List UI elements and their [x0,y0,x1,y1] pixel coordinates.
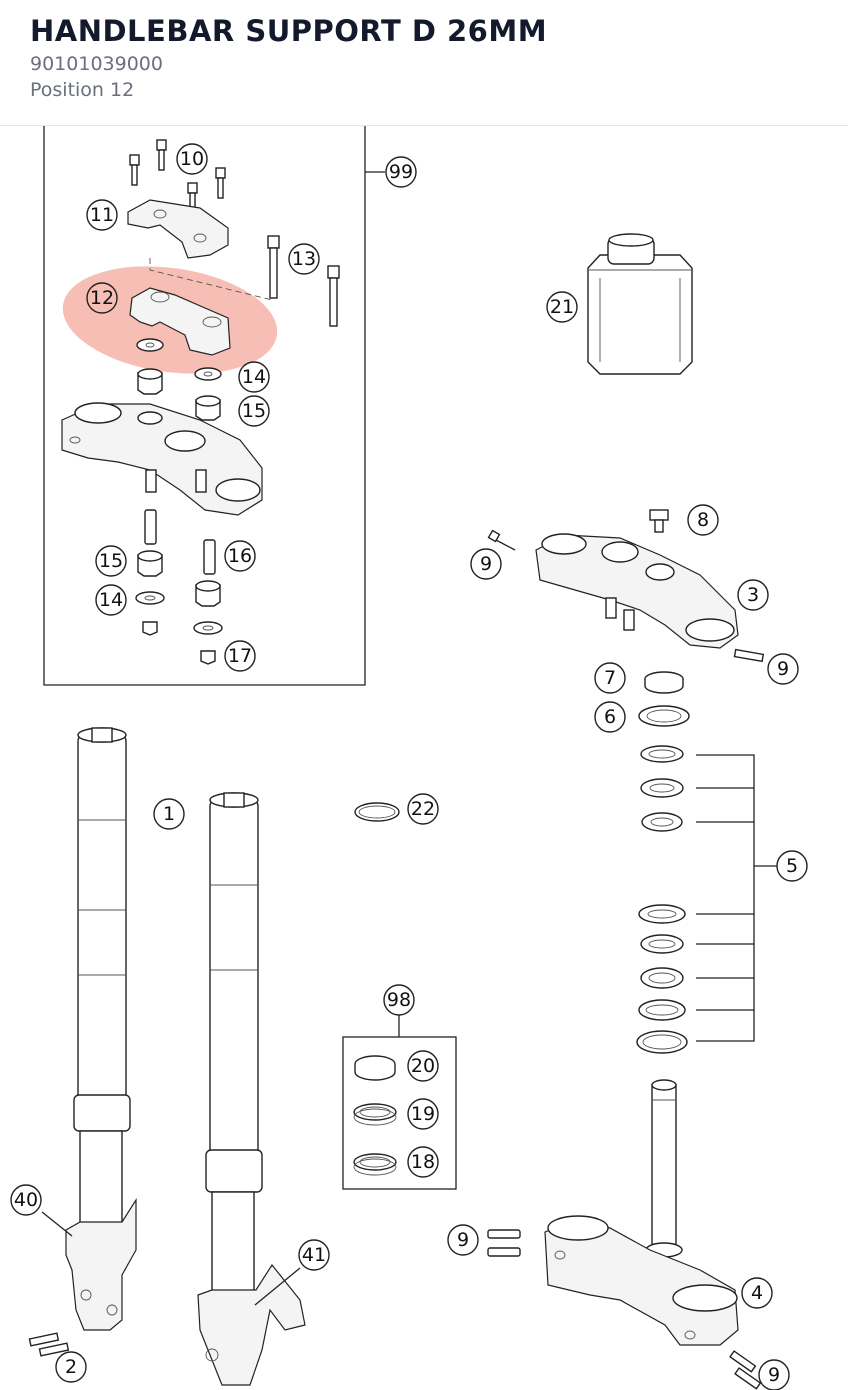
callout-number: 18 [411,1151,435,1173]
callout-12[interactable]: 12 [86,282,118,314]
callout-4[interactable]: 4 [741,1277,773,1309]
callout-number: 9 [480,553,492,575]
callout-number: 9 [777,658,789,680]
callout-9a[interactable]: 9 [470,548,502,580]
handlebar-clamp-upper [127,199,229,259]
callout-9d[interactable]: 9 [758,1359,790,1390]
callout-number: 10 [180,148,204,170]
callout-17[interactable]: 17 [224,640,256,672]
triple-clamp-upper-kit [61,402,263,516]
callout-18[interactable]: 18 [407,1146,439,1178]
callout-2[interactable]: 2 [55,1351,87,1383]
callout-number: 11 [90,204,114,226]
callout-40[interactable]: 40 [10,1184,42,1216]
callout-10[interactable]: 10 [176,143,208,175]
callout-number: 17 [228,645,252,667]
callout-21[interactable]: 21 [546,291,578,323]
long-bolts [149,235,340,327]
callout-9c[interactable]: 9 [447,1224,479,1256]
callout-number: 14 [99,589,123,611]
callout-9b[interactable]: 9 [767,653,799,685]
callout-number: 19 [411,1103,435,1125]
callout-number: 40 [14,1189,38,1211]
callout-13[interactable]: 13 [288,243,320,275]
callout-number: 7 [604,667,616,689]
callout-41[interactable]: 41 [298,1239,330,1271]
callout-11[interactable]: 11 [86,199,118,231]
callout-number: 4 [751,1282,763,1304]
rubber-bushings-upper [137,368,221,421]
callout-6[interactable]: 6 [594,701,626,733]
callout-number: 9 [457,1229,469,1251]
callout-number: 12 [90,287,114,309]
callout-14b[interactable]: 14 [95,584,127,616]
callout-number: 15 [242,400,266,422]
lower-clamp-hardware [135,509,223,665]
callout-number: 14 [242,366,266,388]
oil-can [587,233,693,375]
callout-16[interactable]: 16 [224,540,256,572]
part-number: 90101039000 [30,53,163,75]
callout-number: 9 [768,1364,780,1386]
callout-14a[interactable]: 14 [238,361,270,393]
callout-15b[interactable]: 15 [95,545,127,577]
callout-number: 21 [550,296,574,318]
callout-number: 5 [786,855,798,877]
lower-triple-clamp-stem [487,1079,762,1390]
callout-number: 6 [604,706,616,728]
seal-kit-box [342,1014,457,1190]
callout-number: 22 [411,798,435,820]
callout-number: 8 [697,509,709,531]
handlebar-support-part [129,287,231,381]
callout-number: 99 [389,161,413,183]
callout-20[interactable]: 20 [407,1050,439,1082]
callout-8[interactable]: 8 [687,504,719,536]
callout-1[interactable]: 1 [153,798,185,830]
callout-22[interactable]: 22 [407,793,439,825]
fork-leg-left [28,727,137,1357]
assembly-box-99 [43,126,385,686]
o-ring-inner [358,805,396,819]
callout-3[interactable]: 3 [737,579,769,611]
callout-5[interactable]: 5 [776,850,808,882]
part-position: Position 12 [30,79,135,101]
callout-number: 3 [747,584,759,606]
callout-number: 16 [228,545,252,567]
callout-number: 20 [411,1055,435,1077]
callout-15a[interactable]: 15 [238,395,270,427]
callout-number: 15 [99,550,123,572]
callout-number: 2 [65,1356,77,1378]
callout-number: 13 [292,248,316,270]
callout-99[interactable]: 99 [385,156,417,188]
callout-number: 98 [387,989,411,1011]
handlebar-clamp-bolts [129,139,226,214]
callout-number: 1 [163,803,175,825]
callout-7[interactable]: 7 [594,662,626,694]
part-title: HANDLEBAR SUPPORT D 26MM [30,14,548,48]
callout-number: 41 [302,1244,326,1266]
steering-bearing-stack [636,671,778,1054]
callout-19[interactable]: 19 [407,1098,439,1130]
part-header: HANDLEBAR SUPPORT D 26MM 90101039000 Pos… [0,0,848,126]
callout-98[interactable]: 98 [383,984,415,1016]
upper-triple-clamp [487,509,765,663]
fork-leg-right [197,792,306,1386]
